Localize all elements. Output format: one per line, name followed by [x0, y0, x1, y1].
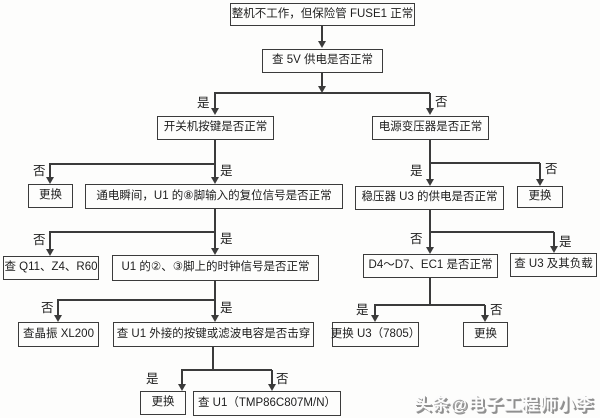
node-replace-rectifier: 更换 [463, 322, 508, 347]
connector-line [57, 300, 59, 316]
branch-label-no: 否 [545, 162, 558, 176]
node-check-d4-d7-ec1: D4～D7、EC1 是否正常 [363, 254, 498, 278]
branch-label-no: 否 [33, 233, 46, 247]
connector-line [181, 370, 183, 385]
connector-line [212, 347, 214, 371]
connector-line [429, 93, 431, 110]
connector-line [321, 73, 323, 87]
connector-line [429, 140, 431, 180]
branch-label-no: 否 [33, 164, 46, 178]
node-check-u1: 查 U1（TMP86C807M/N） [193, 391, 341, 416]
connector-line [57, 299, 215, 301]
node-check-filter-cap: 查 U1 外接的按键或滤波电容是否击穿 [113, 322, 314, 347]
branch-label-yes: 是 [146, 372, 159, 386]
connector-line [214, 281, 216, 316]
arrow-down-icon [46, 177, 54, 184]
arrow-down-icon [178, 384, 186, 391]
branch-label-no: 否 [490, 303, 503, 317]
arrow-down-icon [268, 384, 276, 391]
branch-label-yes: 是 [197, 96, 210, 110]
branch-label-yes: 是 [220, 232, 233, 246]
connector-line [49, 163, 215, 165]
arrow-down-icon [211, 315, 219, 322]
node-power-key: 开关机按键是否正常 [157, 116, 274, 140]
arrow-down-icon [318, 41, 326, 48]
arrow-down-icon [426, 247, 434, 254]
node-transformer: 电源变压器是否正常 [372, 116, 489, 140]
arrow-down-icon [54, 315, 62, 322]
connector-line [49, 232, 51, 250]
branch-label-yes: 是 [559, 235, 572, 249]
connector-line [214, 93, 216, 110]
watermark: 头条@电子工程师小李 [414, 395, 594, 414]
connector-line [271, 370, 273, 385]
arrow-down-icon [211, 108, 219, 115]
arrow-down-icon [426, 179, 434, 186]
connector-line [321, 26, 323, 42]
branch-label-yes: 是 [220, 301, 233, 315]
connector-line [553, 232, 555, 247]
connector-line [214, 92, 430, 94]
arrow-down-icon [550, 246, 558, 253]
arrow-down-icon [536, 179, 544, 186]
node-replace-u3: 更换 U3（7805） [331, 322, 420, 347]
connector-line [429, 231, 554, 233]
connector-line [484, 305, 486, 316]
branch-label-yes: 是 [356, 303, 369, 317]
node-check-crystal: 查晶振 XL200 [18, 322, 99, 347]
branch-label-no: 否 [41, 301, 54, 315]
connector-line [49, 231, 215, 233]
node-replace-cap: 更换 [140, 391, 186, 415]
connector-line [429, 278, 431, 306]
arrow-down-icon [426, 108, 434, 115]
connector-line [214, 140, 216, 178]
node-replace-power-key: 更换 [28, 184, 73, 208]
arrow-down-icon [46, 249, 54, 256]
branch-label-no: 否 [276, 372, 289, 386]
arrow-down-icon [211, 248, 219, 255]
connector-line [49, 164, 51, 178]
node-replace-transformer: 更换 [517, 186, 563, 208]
connector-line [374, 305, 376, 316]
connector-line [429, 162, 540, 164]
connector-line [539, 163, 541, 180]
arrow-down-icon [211, 177, 219, 184]
node-check-q11-z4-r60: 查 Q11、Z4、R60 [3, 256, 99, 280]
connector-line [181, 369, 272, 371]
connector-line [429, 210, 431, 248]
branch-label-yes: 是 [220, 164, 233, 178]
branch-label-no: 否 [410, 232, 423, 246]
arrow-down-icon [371, 315, 379, 322]
node-clock-signal: U1 的②、③脚上的时钟信号是否正常 [112, 255, 319, 281]
branch-label-no: 否 [435, 95, 448, 109]
connector-line [214, 209, 216, 249]
node-regulator-supply: 稳压器 U3 的供电是否正常 [355, 186, 504, 210]
arrow-down-icon [318, 86, 326, 93]
node-reset-signal: 通电瞬间，U1 的⑧脚输入的复位信号是否正常 [85, 184, 343, 209]
branch-label-yes: 是 [410, 164, 423, 178]
node-check-5v-supply: 查 5V 供电是否正常 [262, 49, 383, 73]
arrow-down-icon [481, 315, 489, 322]
node-check-u3-load: 查 U3 及其负载 [510, 253, 597, 277]
connector-line [374, 304, 485, 306]
node-start: 整机不工作，但保险管 FUSE1 正常 [230, 3, 415, 26]
